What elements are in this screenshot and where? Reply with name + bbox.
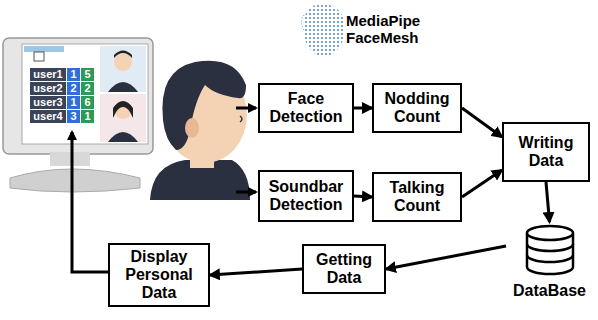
talk-count: 5 [81, 68, 94, 81]
nod-count: 1 [67, 96, 80, 109]
database-cylinder [524, 224, 576, 276]
talk-count: 1 [81, 110, 94, 123]
user-name: user1 [30, 68, 66, 81]
process-box: Nodding Count [372, 83, 462, 133]
box-label: Getting Data [309, 251, 379, 287]
flow-arrow [354, 196, 372, 197]
flow-arrow [462, 170, 502, 197]
facemesh-icon [301, 4, 345, 57]
nod-count: 3 [67, 110, 80, 123]
flow-arrow [210, 269, 302, 275]
box-label: Display Personal Data [115, 248, 203, 302]
process-box: Getting Data [302, 244, 386, 294]
database: DataBase [506, 222, 593, 302]
flow-arrow [462, 108, 502, 137]
process-box: Face Detection [258, 83, 354, 133]
nod-count: 1 [67, 68, 80, 81]
process-box: Display Personal Data [108, 243, 210, 307]
box-label: Soundbar Detection [265, 178, 347, 214]
person [150, 61, 250, 200]
box-label: Writing Data [509, 134, 583, 170]
box-label: Talking Count [379, 179, 455, 215]
flow-arrow [546, 182, 550, 222]
process-box: Talking Count [372, 172, 462, 222]
box-label: Face Detection [265, 90, 347, 126]
box-label: Nodding Count [379, 90, 455, 126]
talk-count: 6 [81, 96, 94, 109]
user-name: user3 [30, 96, 66, 109]
flow-arrow [386, 246, 506, 269]
process-box: Writing Data [502, 122, 590, 182]
flow-arrow [354, 107, 372, 110]
software-label: MediaPipe FaceMesh [346, 12, 466, 46]
database-label: DataBase [513, 282, 586, 300]
talk-count: 2 [81, 82, 94, 95]
process-box: Soundbar Detection [258, 170, 354, 222]
monitor [3, 38, 153, 192]
nod-count: 2 [67, 82, 80, 95]
user-name: user2 [30, 82, 66, 95]
user-name: user4 [30, 110, 66, 123]
